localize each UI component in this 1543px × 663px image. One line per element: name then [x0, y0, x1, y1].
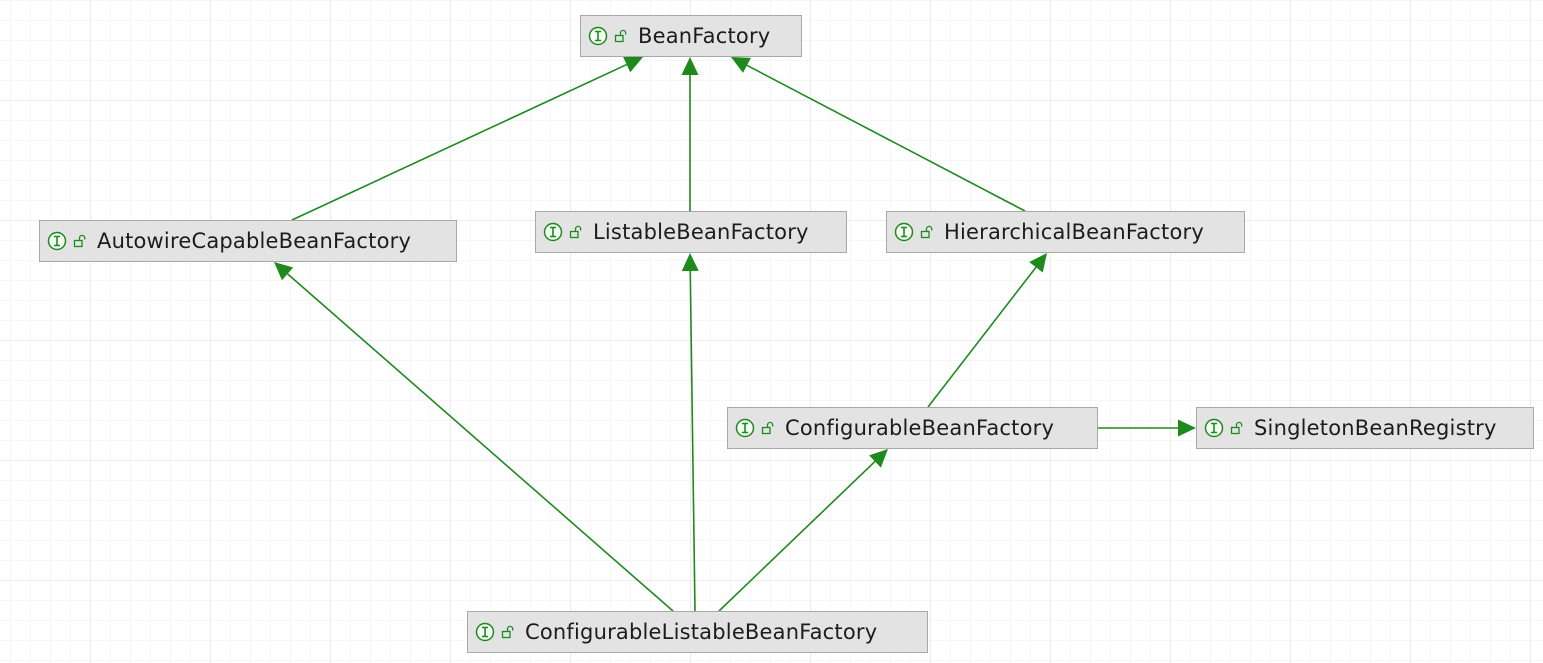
node-configurable-bean-factory[interactable]: ConfigurableBeanFactory — [727, 407, 1098, 449]
interface-icon — [543, 222, 563, 242]
edge-line — [689, 270, 696, 612]
edge-autowire-capable-bean-factory-to-bean-factory — [291, 56, 643, 221]
edge-arrowhead — [1178, 419, 1196, 437]
interface-icon — [588, 26, 608, 46]
unlock-icon — [761, 421, 774, 435]
edge-line — [746, 64, 1026, 212]
edge-hierarchical-bean-factory-to-bean-factory — [731, 57, 1026, 212]
node-label: ListableBeanFactory — [593, 220, 809, 244]
interface-icon — [894, 222, 914, 242]
unlock-icon — [920, 225, 933, 239]
interface-icon — [47, 231, 67, 251]
node-label: BeanFactory — [638, 24, 771, 48]
edge-listable-bean-factory-to-bean-factory — [681, 57, 699, 211]
edge-configurable-listable-bean-factory-to-configurable-bean-factory — [718, 449, 888, 612]
edge-configurable-listable-bean-factory-to-autowire-capable-bean-factory — [274, 262, 674, 612]
node-hierarchical-bean-factory[interactable]: HierarchicalBeanFactory — [886, 211, 1245, 253]
unlock-icon — [1230, 421, 1243, 435]
edge-arrowhead — [869, 449, 888, 468]
node-singleton-bean-registry[interactable]: SingletonBeanRegistry — [1196, 407, 1534, 449]
edge-arrowhead — [681, 253, 699, 272]
unlock-icon — [569, 225, 582, 239]
node-label: SingletonBeanRegistry — [1254, 416, 1497, 440]
edge-line — [718, 460, 876, 612]
edge-line — [291, 63, 628, 221]
edge-configurable-bean-factory-to-singleton-bean-registry — [1098, 419, 1196, 437]
edge-arrowhead — [274, 262, 294, 281]
unlock-icon — [73, 234, 86, 248]
node-listable-bean-factory[interactable]: ListableBeanFactory — [535, 211, 847, 253]
edge-arrowhead — [681, 57, 699, 75]
edge-arrowhead — [1029, 253, 1047, 273]
unlock-icon — [614, 29, 627, 43]
node-label: ConfigurableBeanFactory — [785, 416, 1055, 440]
edge-configurable-bean-factory-to-hierarchical-bean-factory — [927, 253, 1047, 408]
node-bean-factory[interactable]: BeanFactory — [580, 15, 802, 57]
node-label: ConfigurableListableBeanFactory — [525, 620, 878, 644]
edge-line — [927, 266, 1037, 408]
node-label: HierarchicalBeanFactory — [944, 220, 1204, 244]
interface-icon — [735, 418, 755, 438]
interface-icon — [475, 622, 495, 642]
node-configurable-listable-bean-factory[interactable]: ConfigurableListableBeanFactory — [467, 611, 928, 653]
unlock-icon — [501, 625, 514, 639]
edge-arrowhead — [731, 57, 751, 73]
edge-arrowhead — [623, 56, 643, 73]
edge-line — [287, 273, 674, 612]
node-autowire-capable-bean-factory[interactable]: AutowireCapableBeanFactory — [39, 220, 457, 262]
node-label: AutowireCapableBeanFactory — [97, 229, 412, 253]
interface-icon — [1204, 418, 1224, 438]
edge-configurable-listable-bean-factory-to-listable-bean-factory — [681, 253, 699, 612]
